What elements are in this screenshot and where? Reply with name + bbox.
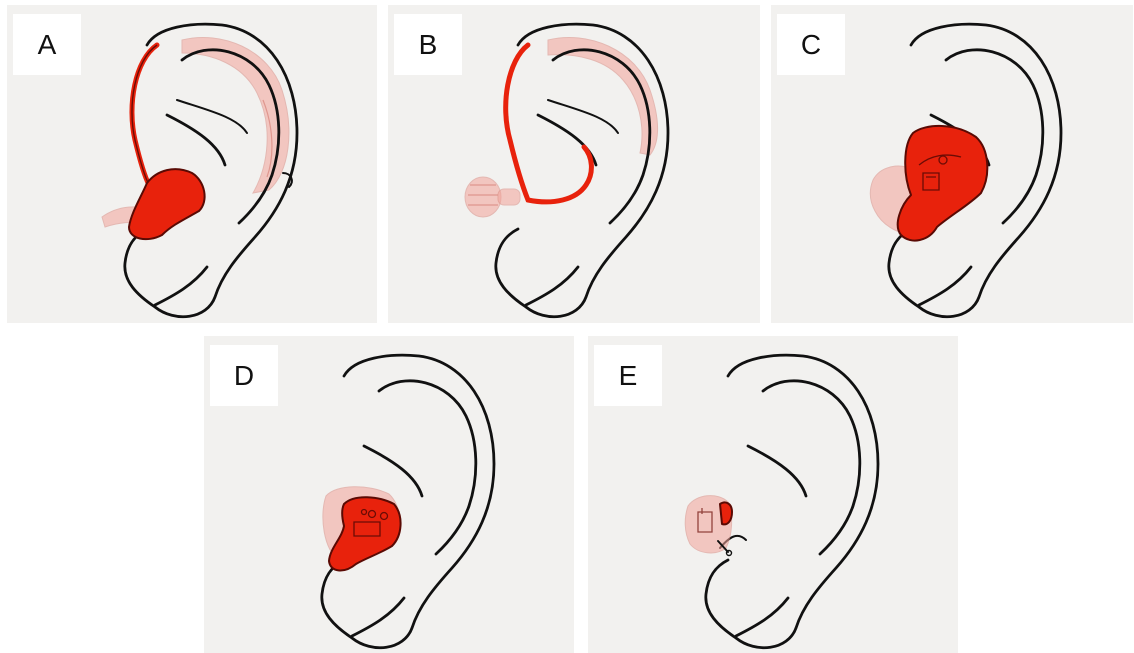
panel-c: C (771, 5, 1133, 323)
panel-b: B (388, 5, 760, 323)
panel-e: E (588, 336, 958, 653)
panel-label-e: E (594, 345, 662, 406)
panel-label-d: D (210, 345, 278, 406)
panel-d: D (204, 336, 574, 653)
panel-label-a: A (13, 14, 81, 75)
panel-label-b: B (394, 14, 462, 75)
panel-a: A (7, 5, 377, 323)
panel-label-c: C (777, 14, 845, 75)
ghost-dome-icon (465, 177, 520, 217)
